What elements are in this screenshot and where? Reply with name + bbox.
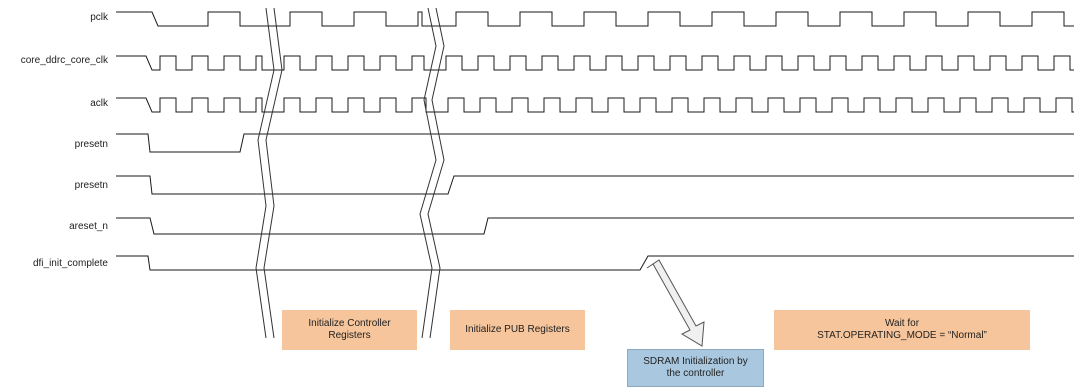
waveform-core-ddrc-core-clk xyxy=(116,55,1074,71)
wait-for-line1: Wait for xyxy=(884,318,920,329)
waveform-presetn xyxy=(116,133,1074,153)
signal-label-aclk: aclk xyxy=(90,98,108,109)
sdram-init-line1: SDRAM Initialization by xyxy=(643,356,748,367)
sdram-init-box: SDRAM Initialization by the controller xyxy=(627,349,764,387)
signal-label-pclk: pclk xyxy=(90,12,108,23)
init-pub-line1: Initialize PUB Registers xyxy=(465,324,570,335)
signal-label-presetn-2: presetn xyxy=(74,180,108,191)
wait-for-line2: STAT.OPERATING_MODE = “Normal” xyxy=(817,330,987,341)
signal-label-presetn: presetn xyxy=(74,139,108,150)
init-controller-line1: Initialize Controller xyxy=(308,318,391,329)
signal-label-areset-n: areset_n xyxy=(69,221,108,232)
waveform-areset-n xyxy=(116,217,1074,235)
init-pub-registers-box: Initialize PUB Registers xyxy=(450,310,585,350)
time-break-2 xyxy=(419,7,445,339)
signal-label-dfi-init-complete: dfi_init_complete xyxy=(32,258,108,269)
waveform-presetn-2 xyxy=(116,175,1074,195)
waveform-aclk xyxy=(116,97,1074,113)
waveform-dfi-init-complete xyxy=(116,255,1074,271)
wait-operating-mode-box: Wait for STAT.OPERATING_MODE = “Normal” xyxy=(774,310,1030,350)
time-break-1 xyxy=(255,7,283,339)
signal-label-core-ddrc-core-clk: core_ddrc_core_clk xyxy=(20,55,108,66)
init-arrow xyxy=(646,259,705,347)
init-controller-registers-box: Initialize Controller Registers xyxy=(282,310,417,350)
waveform-pclk xyxy=(116,11,1074,27)
init-controller-line2: Registers xyxy=(328,330,371,341)
sdram-init-line2: the controller xyxy=(666,368,725,379)
